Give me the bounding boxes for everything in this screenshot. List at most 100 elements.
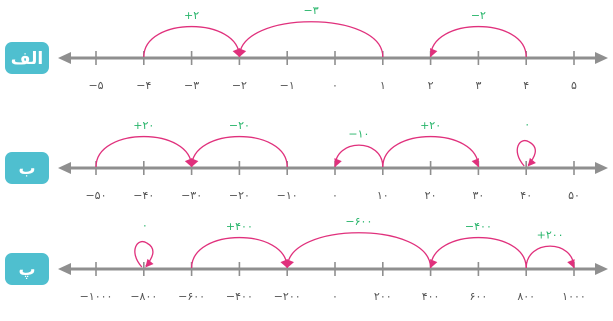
- jump-label: −۱۰: [348, 127, 369, 140]
- tick-label: −۳۰: [181, 189, 202, 202]
- jump-arrow: +۲۰۰: [525, 228, 575, 269]
- tick-label: −۶۰۰: [178, 290, 205, 303]
- tick-label: ۵۰: [568, 189, 580, 202]
- jump-arrowhead-icon: [286, 259, 294, 268]
- jump-arrow: −۳: [238, 4, 384, 58]
- tick-label: ۶۰۰: [470, 290, 488, 303]
- jump-curve: [134, 241, 154, 268]
- jump-curve: [143, 25, 241, 58]
- tick-label: ۸۰۰: [517, 290, 535, 303]
- jump-arrowhead-icon: [471, 158, 480, 167]
- jump-label: +۲: [184, 9, 199, 22]
- jump-arrowhead-icon: [527, 157, 536, 167]
- tick-label: −۴: [136, 79, 151, 92]
- axis-arrow-left-icon: [58, 52, 71, 64]
- jump-arrow: −۴۰۰: [429, 220, 527, 269]
- badge-background: [5, 42, 49, 74]
- jump-curve: [382, 135, 480, 168]
- badge-background: [5, 253, 49, 285]
- jump-arrowhead-icon: [238, 48, 247, 57]
- jump-curve: [334, 144, 384, 168]
- badge-label: الف: [11, 49, 43, 69]
- axis-arrow-left-icon: [58, 263, 71, 275]
- tick-label: −۵۰: [85, 189, 106, 202]
- axis-arrow-right-icon: [595, 162, 608, 174]
- jump-arrow: −۱۰: [334, 127, 384, 168]
- tick-label: ۲۰۰: [374, 290, 392, 303]
- tick-label: ۱۰: [377, 189, 389, 202]
- tick-label: −۱۰۰۰: [80, 290, 113, 303]
- tick-label: −۲۰: [229, 189, 250, 202]
- tick-label: ۴۰: [520, 189, 532, 202]
- jump-arrow: ۰: [516, 118, 536, 167]
- tick-label: −۱۰: [277, 189, 298, 202]
- tick-label: ۳۰: [472, 189, 484, 202]
- jump-curve: [190, 236, 288, 269]
- jump-label: +۲۰: [420, 119, 441, 132]
- tick-label: −۴۰۰: [226, 290, 253, 303]
- tick-label: ۳: [475, 79, 481, 92]
- jump-arrowhead-icon: [334, 158, 342, 167]
- tick-label: −۲۰۰: [274, 290, 301, 303]
- tick-label: −۴۰: [133, 189, 154, 202]
- jump-curve: [429, 236, 527, 269]
- jump-arrow: +۲۰: [95, 119, 193, 168]
- jump-arrow: +۲۰: [382, 119, 480, 168]
- jump-arrowhead-icon: [232, 48, 241, 57]
- jump-arrow: +۲: [143, 9, 241, 58]
- axis-arrow-left-icon: [58, 162, 71, 174]
- jump-arrow: ۰: [134, 219, 154, 268]
- badge-label: پ: [18, 260, 35, 280]
- jump-label: −۲۰: [229, 119, 250, 132]
- tick-label: −۳: [184, 79, 199, 92]
- tick-label: ۱: [380, 79, 386, 92]
- jump-curve: [190, 135, 288, 168]
- tick-label: −۱: [280, 79, 295, 92]
- number-line-row-2: ب −۵۰ −۴۰ −۳۰ −۲۰ −۱۰ ۰ ۱۰ ۲۰ ۳۰ ۴۰ ۵۰ +۲۰ −۲۰ −۱۰ +۲۰ ۰: [5, 118, 608, 202]
- jump-arrow: −۲: [429, 9, 527, 58]
- jump-label: +۴۰۰: [226, 220, 253, 233]
- tick-label: ۱۰۰۰: [562, 290, 586, 303]
- axis-arrow-right-icon: [595, 52, 608, 64]
- tick-label: ۰: [332, 290, 338, 303]
- tick-label: ۲۰: [425, 189, 437, 202]
- tick-label: ۵: [571, 79, 577, 92]
- jump-arrowhead-icon: [429, 48, 438, 57]
- jump-arrowhead-icon: [429, 259, 438, 268]
- number-line-row-3: پ −۱۰۰۰ −۸۰۰ −۶۰۰ −۴۰۰ −۲۰۰ ۰ ۲۰۰ ۴۰۰ ۶۰۰ ۸۰۰ ۱۰۰۰ ۰…: [5, 215, 608, 303]
- jump-label: −۳: [304, 4, 319, 17]
- row-badge: ب: [5, 152, 49, 184]
- jump-curve: [286, 232, 432, 269]
- jump-arrowhead-icon: [184, 158, 193, 167]
- jump-label: −۲: [471, 9, 486, 22]
- row-badge: الف: [5, 42, 49, 74]
- jump-arrowhead-icon: [190, 158, 199, 167]
- jump-label: −۴۰۰: [465, 220, 492, 233]
- jump-label: +۲۰۰: [537, 228, 564, 241]
- number-line-row-1: الف −۵ −۴ −۳ −۲ −۱ ۰ ۱ ۲ ۳ ۴ ۵ +۲ −۳ −۲: [5, 4, 608, 92]
- tick-label: −۸۰۰: [130, 290, 157, 303]
- tick-label: ۴: [523, 79, 529, 92]
- jump-arrow: −۶۰۰: [286, 215, 432, 269]
- tick-label: ۴۰۰: [422, 290, 440, 303]
- tick-label: −۵: [88, 79, 103, 92]
- jump-curve: [238, 21, 384, 58]
- row-badge: پ: [5, 253, 49, 285]
- jump-curve: [516, 140, 536, 167]
- jump-arrowhead-icon: [280, 259, 288, 268]
- badge-background: [5, 152, 49, 184]
- jump-curve: [429, 25, 527, 58]
- jump-arrow: +۴۰۰: [190, 220, 288, 269]
- tick-label: −۲: [232, 79, 247, 92]
- tick-label: ۰: [332, 189, 338, 202]
- badge-label: ب: [18, 159, 35, 179]
- jump-arrow: −۲۰: [190, 119, 288, 168]
- jump-arrowhead-icon: [567, 259, 575, 268]
- tick-label: ۰: [332, 79, 338, 92]
- jump-label: ۰: [142, 219, 148, 232]
- tick-label: ۲: [428, 79, 434, 92]
- jump-curve: [95, 135, 193, 168]
- jump-label: +۲۰: [133, 119, 154, 132]
- jump-curve: [525, 245, 575, 269]
